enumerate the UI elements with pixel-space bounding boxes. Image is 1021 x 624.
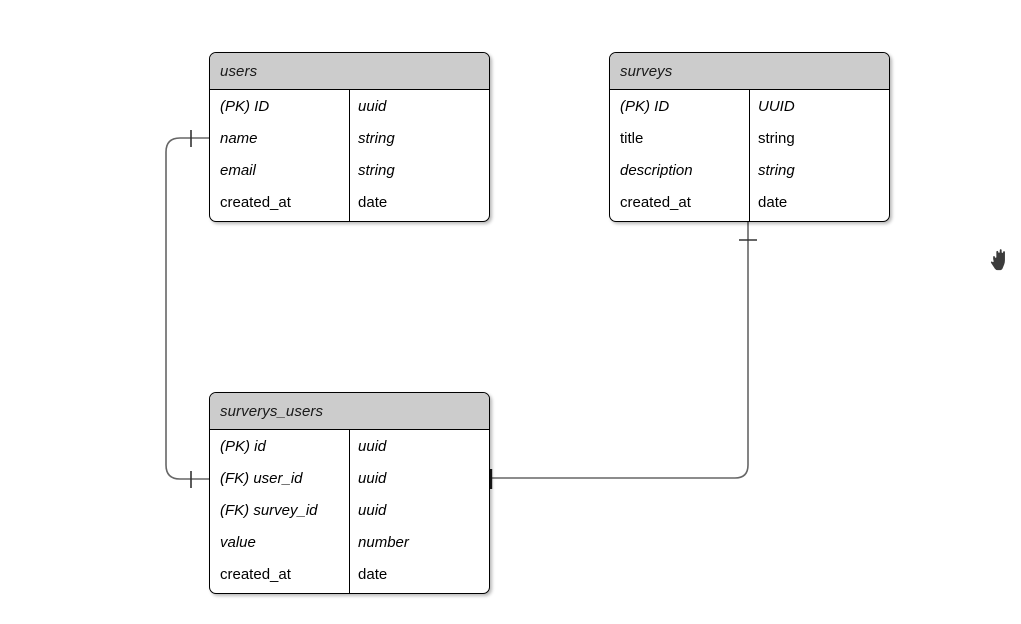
field-name: title — [620, 129, 644, 147]
column-divider — [349, 90, 350, 221]
field-type: number — [358, 533, 409, 551]
entity-header-surverys_users[interactable]: surverys_users — [210, 393, 489, 430]
field-name: (FK) user_id — [220, 469, 303, 487]
entity-field-row[interactable]: (PK) ID UUID — [610, 90, 889, 122]
field-name: (PK) id — [220, 437, 266, 455]
entity-body-surveys: (PK) ID UUID title string description string c… — [610, 90, 889, 221]
relationship-users-surverys-users — [165, 130, 209, 488]
relationship-surveys-surverys-users — [489, 222, 757, 489]
field-name: value — [220, 533, 256, 551]
field-type: uuid — [358, 97, 387, 115]
field-type: uuid — [358, 501, 387, 519]
entity-field-row[interactable]: description string — [610, 154, 889, 186]
field-name: (PK) ID — [620, 97, 670, 115]
field-name: created_at — [220, 193, 291, 211]
entity-field-row[interactable]: (PK) ID uuid — [210, 90, 489, 122]
field-name: created_at — [620, 193, 691, 211]
entity-title: surveys — [620, 62, 673, 80]
field-name: (PK) ID — [220, 97, 270, 115]
entity-field-row[interactable]: created_at date — [210, 558, 489, 590]
entity-field-row[interactable]: created_at date — [610, 186, 889, 218]
grab-hand-icon — [989, 247, 1007, 272]
field-type: UUID — [758, 97, 795, 115]
field-type: date — [358, 193, 388, 211]
entity-field-row[interactable]: title string — [610, 122, 889, 154]
entity-header-users[interactable]: users — [210, 53, 489, 90]
field-type: date — [758, 193, 788, 211]
entity-field-row[interactable]: name string — [210, 122, 489, 154]
entity-table-users[interactable]: users (PK) ID uuid name string email string cre… — [209, 52, 490, 222]
entity-field-row[interactable]: value number — [210, 526, 489, 558]
field-name: (FK) survey_id — [220, 501, 318, 519]
field-type: date — [358, 565, 388, 583]
field-name: description — [620, 161, 693, 179]
field-name: name — [220, 129, 258, 147]
entity-title: users — [220, 62, 258, 80]
field-name: email — [220, 161, 256, 179]
column-divider — [349, 430, 350, 593]
entity-field-row[interactable]: created_at date — [210, 186, 489, 218]
field-type: uuid — [358, 469, 387, 487]
field-type: string — [758, 129, 795, 147]
entity-field-row[interactable]: (FK) survey_id uuid — [210, 494, 489, 526]
entity-header-surveys[interactable]: surveys — [610, 53, 889, 90]
entity-field-row[interactable]: email string — [210, 154, 489, 186]
entity-title: surverys_users — [220, 402, 324, 420]
entity-field-row[interactable]: (FK) user_id uuid — [210, 462, 489, 494]
column-divider — [749, 90, 750, 221]
field-type: uuid — [358, 437, 387, 455]
field-type: string — [758, 161, 795, 179]
entity-field-row[interactable]: (PK) id uuid — [210, 430, 489, 462]
field-name: created_at — [220, 565, 291, 583]
entity-body-users: (PK) ID uuid name string email string created_… — [210, 90, 489, 221]
field-type: string — [358, 129, 395, 147]
field-type: string — [358, 161, 395, 179]
